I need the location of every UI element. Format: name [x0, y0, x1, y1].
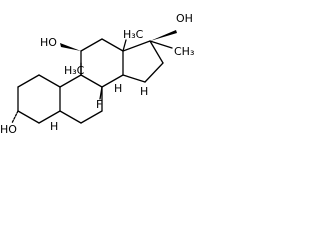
bond-c9-f	[99, 86, 103, 100]
steroid-structure-diagram: OH HO H₃C CH₃ H₃C H H F H HO	[0, 12, 194, 136]
label-h-c8: H	[114, 82, 122, 95]
label-methyl-c17: CH₃	[174, 45, 194, 58]
substituent-bonds	[11, 30, 177, 124]
label-methyl-c10: H₃C	[64, 64, 85, 77]
ring-c	[80, 38, 124, 88]
ring-b	[59, 74, 103, 124]
ring-d	[122, 40, 164, 83]
label-ho-c3: HO	[0, 123, 17, 136]
label-h-c5: H	[50, 120, 58, 133]
ring-a	[17, 74, 61, 124]
label-methyl-c13: H₃C	[123, 28, 144, 41]
wedge-bond-c11-oh	[60, 43, 81, 51]
bond-c3-oh	[11, 110, 19, 124]
bond-c13-methyl	[122, 39, 127, 52]
label-ho-c11: HO	[40, 36, 57, 49]
bond-c17-methyl	[149, 40, 173, 49]
wedge-bond-c17-oh	[150, 30, 177, 41]
label-oh-c17: OH	[176, 12, 193, 25]
label-fluorine: F	[96, 98, 102, 111]
label-h-c14: H	[140, 85, 148, 98]
